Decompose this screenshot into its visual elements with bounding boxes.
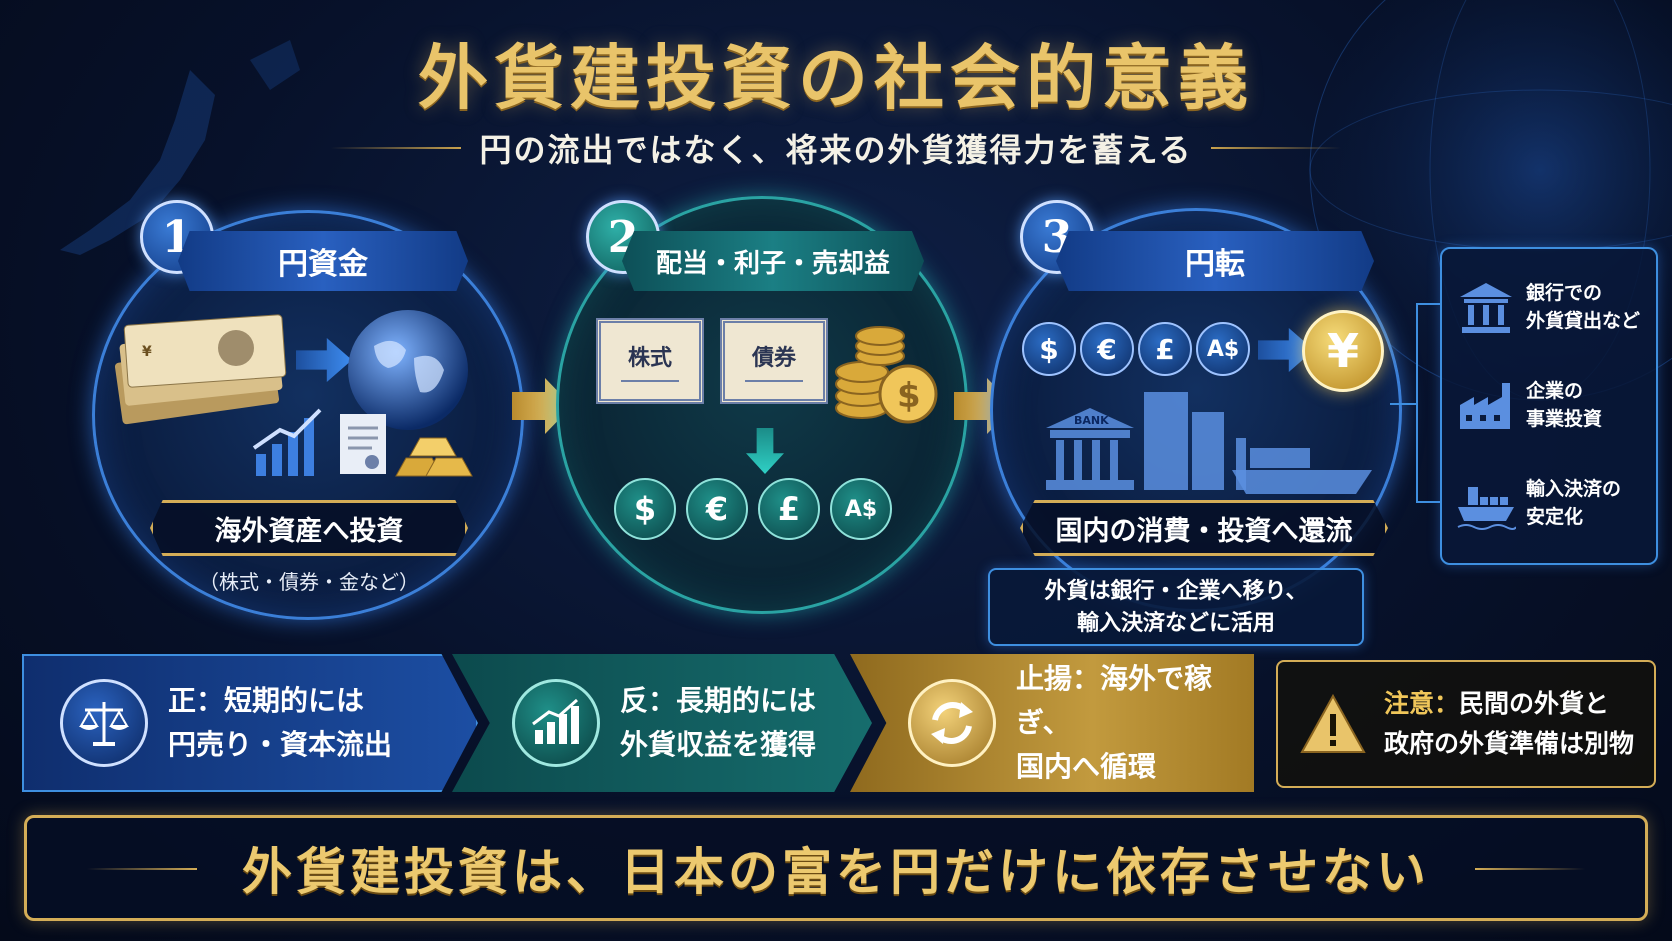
side-item-line-2: 外貨貸出など <box>1526 310 1641 332</box>
currency-euro: € <box>686 478 748 540</box>
cycle-icon <box>908 679 996 767</box>
caution-line-1: 民間の外貨と <box>1459 689 1610 718</box>
side-item-bank: 銀行での 外貨貸出など <box>1456 269 1652 345</box>
band-thesis: 正：短期的には 円売り・資本流出 <box>22 654 478 792</box>
side-item-line-2: 事業投資 <box>1526 408 1603 430</box>
band-line-2: 円売り・資本流出 <box>168 728 393 761</box>
side-item-text: 企業の 事業投資 <box>1526 377 1602 433</box>
stock-certificate-label: 株式 <box>627 345 672 371</box>
bank-sign: BANK <box>1074 414 1109 427</box>
band-line-1: 正：短期的には <box>168 684 365 717</box>
flow-note-box: 外貨は銀行・企業へ移り、 輸入決済などに活用 <box>988 568 1364 646</box>
stock-certificate: 株式 <box>596 318 704 404</box>
side-item-line-1: 銀行での <box>1526 282 1603 304</box>
currency-aud: A$ <box>1196 322 1250 376</box>
certificate-line <box>620 380 680 382</box>
document-icon <box>340 414 386 474</box>
band-antithesis-text: 反：長期的には 外貨収益を獲得 <box>620 679 816 767</box>
yen-coin: ¥ <box>1302 310 1384 392</box>
side-item-line-1: 輸入決済の <box>1526 478 1622 500</box>
scales-icon <box>60 679 148 767</box>
divider <box>1210 147 1341 149</box>
band-antithesis: 反：長期的には 外貨収益を獲得 <box>452 654 872 792</box>
currency-dollar: $ <box>1022 322 1076 376</box>
divider <box>331 147 462 149</box>
warning-icon <box>1300 693 1366 753</box>
band-synthesis-text: 止揚：海外で稼ぎ、 国内へ循環 <box>1016 657 1254 789</box>
ornament-right <box>1475 868 1585 870</box>
factory-icon <box>1460 383 1510 429</box>
band-synthesis: 止揚：海外で稼ぎ、 国内へ循環 <box>850 654 1254 792</box>
ship-icon <box>1457 487 1516 530</box>
band-line-2: 国内へ循環 <box>1016 750 1157 783</box>
band-line-1: 止揚：海外で稼ぎ、 <box>1016 662 1213 739</box>
step-3-caption: 国内の消費・投資へ還流 <box>1020 500 1388 556</box>
side-item-ship: 輸入決済の 安定化 <box>1456 465 1652 541</box>
side-item-line-1: 企業の <box>1526 380 1584 402</box>
city-skyline-icon: BANK <box>1046 392 1372 494</box>
side-panel: 銀行での 外貨貸出など 企業の 事業投資 輸入決済の 安定化 <box>1440 247 1658 565</box>
currency-pound: £ <box>1138 322 1192 376</box>
currency-euro: € <box>1080 322 1134 376</box>
note-line-2: 輸入決済などに活用 <box>1076 611 1275 636</box>
side-item-text: 輸入決済の 安定化 <box>1526 475 1621 531</box>
band-line-2: 外貨収益を獲得 <box>620 728 817 761</box>
caution-line-2: 政府の外貨準備は別物 <box>1384 729 1635 758</box>
gold-coins-icon: $ <box>835 326 938 424</box>
conclusion-banner: 外貨建投資は、日本の富を円だけに依存させない <box>24 815 1648 921</box>
growth-chart-icon <box>512 679 600 767</box>
subtitle: 円の流出ではなく、将来の外貨獲得力を蓄える <box>479 131 1193 169</box>
caution-box: 注意：民間の外貨と 政府の外貨準備は別物 <box>1276 660 1656 788</box>
band-line-1: 反：長期的には <box>620 684 817 717</box>
page-title: 外貨建投資の社会的意義 <box>418 36 1254 119</box>
step-3-header: 円転 <box>1056 231 1374 291</box>
svg-text:¥: ¥ <box>142 344 152 360</box>
connector-line <box>1390 403 1416 405</box>
gold-bars-icon <box>395 437 473 477</box>
svg-text:$: $ <box>897 376 921 416</box>
caution-text: 注意：民間の外貨と 政府の外貨準備は別物 <box>1384 684 1634 764</box>
side-item-text: 銀行での 外貨貸出など <box>1526 279 1640 335</box>
step-2-header: 配当・利子・売却益 <box>622 231 924 291</box>
step-1-caption: 海外資産へ投資 <box>150 500 468 556</box>
band-thesis-text: 正：短期的には 円売り・資本流出 <box>168 679 392 767</box>
note-line-1: 外貨は銀行・企業へ移り、 <box>1044 579 1308 604</box>
bond-certificate: 債券 <box>720 318 828 404</box>
bond-certificate-label: 債券 <box>751 345 796 371</box>
step-1-note: （株式・債券・金など） <box>199 570 419 594</box>
conclusion-text: 外貨建投資は、日本の富を円だけに依存させない <box>242 842 1430 901</box>
subtitle-row: 円の流出ではなく、将来の外貨獲得力を蓄える <box>0 128 1672 169</box>
currency-dollar: $ <box>614 478 676 540</box>
currency-pound: £ <box>758 478 820 540</box>
side-item-line-2: 安定化 <box>1526 506 1584 528</box>
caution-label: 注意： <box>1384 689 1460 718</box>
side-item-factory: 企業の 事業投資 <box>1456 367 1652 443</box>
step-1-header: 円資金 <box>178 231 468 291</box>
ornament-left <box>87 868 197 870</box>
currency-aud: A$ <box>830 478 892 540</box>
growth-chart-icon <box>252 408 322 476</box>
side-panel-connector <box>1416 303 1440 503</box>
bank-icon <box>1460 283 1512 333</box>
yen-banknotes-icon: ¥ <box>114 314 287 425</box>
certificate-line <box>744 380 804 382</box>
globe-icon <box>348 310 468 430</box>
